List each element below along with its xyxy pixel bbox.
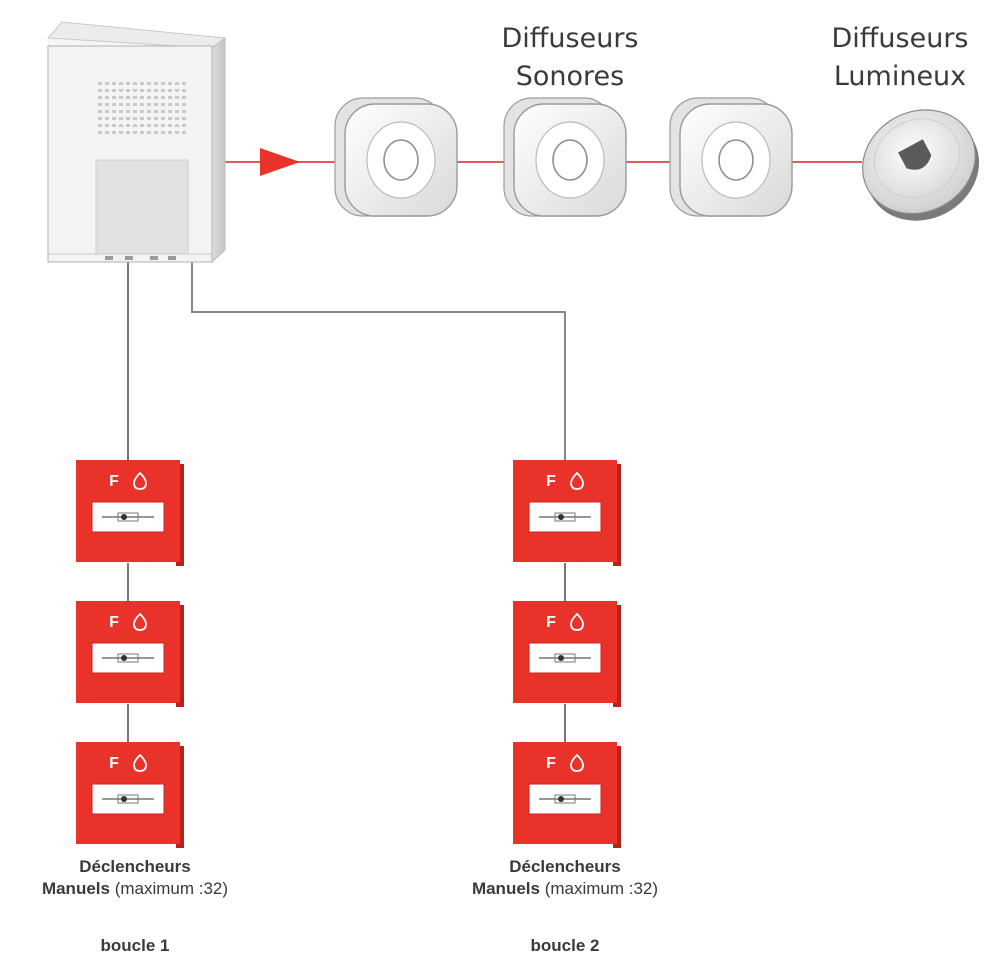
loop2-wire [191,262,566,460]
loop1-name: boucle 1 [100,936,170,955]
sounder-icon [383,139,419,181]
light-title-line2: Lumineux [833,61,967,92]
light-title-line1: Diffuseurs [831,23,969,54]
callpoint-label: F [109,614,119,631]
panel-vent-grille [98,82,186,134]
sounder-icon [718,139,754,181]
flame-icon [570,612,584,631]
sound-title-line2: Sonores [515,61,625,92]
callpoints: F F F F F F [76,460,621,848]
callpoint-label: F [109,755,119,772]
manual-call-point-icon: F [76,742,184,848]
sounder-icon [552,139,588,181]
sound-title-line1: Diffuseurs [501,23,639,54]
loop2-name: boucle 2 [530,936,600,955]
loop1-caption-note: (maximum :32) [114,879,229,898]
flame-icon [133,612,147,631]
manual-call-point-icon: F [513,742,621,848]
callpoint-label: F [546,473,556,490]
manual-call-point-icon: F [76,601,184,707]
manual-call-point-icon: F [513,601,621,707]
signal-arrow-icon [260,148,300,176]
manual-call-point-icon: F [76,460,184,566]
flame-icon [133,471,147,490]
loop1-caption: Déclencheurs Manuels (maximum :32) [0,856,270,900]
manual-call-point-icon: F [513,460,621,566]
wiring [127,148,862,742]
loop2-caption-bold: Manuels [471,879,540,898]
light-title: Diffuseurs Lumineux [810,20,990,96]
loop2-caption-note: (maximum :32) [544,879,659,898]
fire-alarm-panel [46,21,227,264]
sounder-2 [503,97,627,217]
loop2-caption: Déclencheurs Manuels (maximum :32) [420,856,710,900]
beacon-icon [862,109,980,221]
callpoint-label: F [109,473,119,490]
flame-icon [133,753,147,772]
callpoint-label: F [546,755,556,772]
loop2-caption-line1: Déclencheurs [509,857,621,876]
panel-door [95,159,189,255]
sounder-3 [669,97,793,217]
flame-icon [570,753,584,772]
loop1-caption-line1: Déclencheurs [79,857,191,876]
flame-icon [570,471,584,490]
callpoint-label: F [546,614,556,631]
loop1-caption-bold: Manuels [41,879,110,898]
sounder-1 [334,97,458,217]
sound-title: Diffuseurs Sonores [460,20,680,96]
